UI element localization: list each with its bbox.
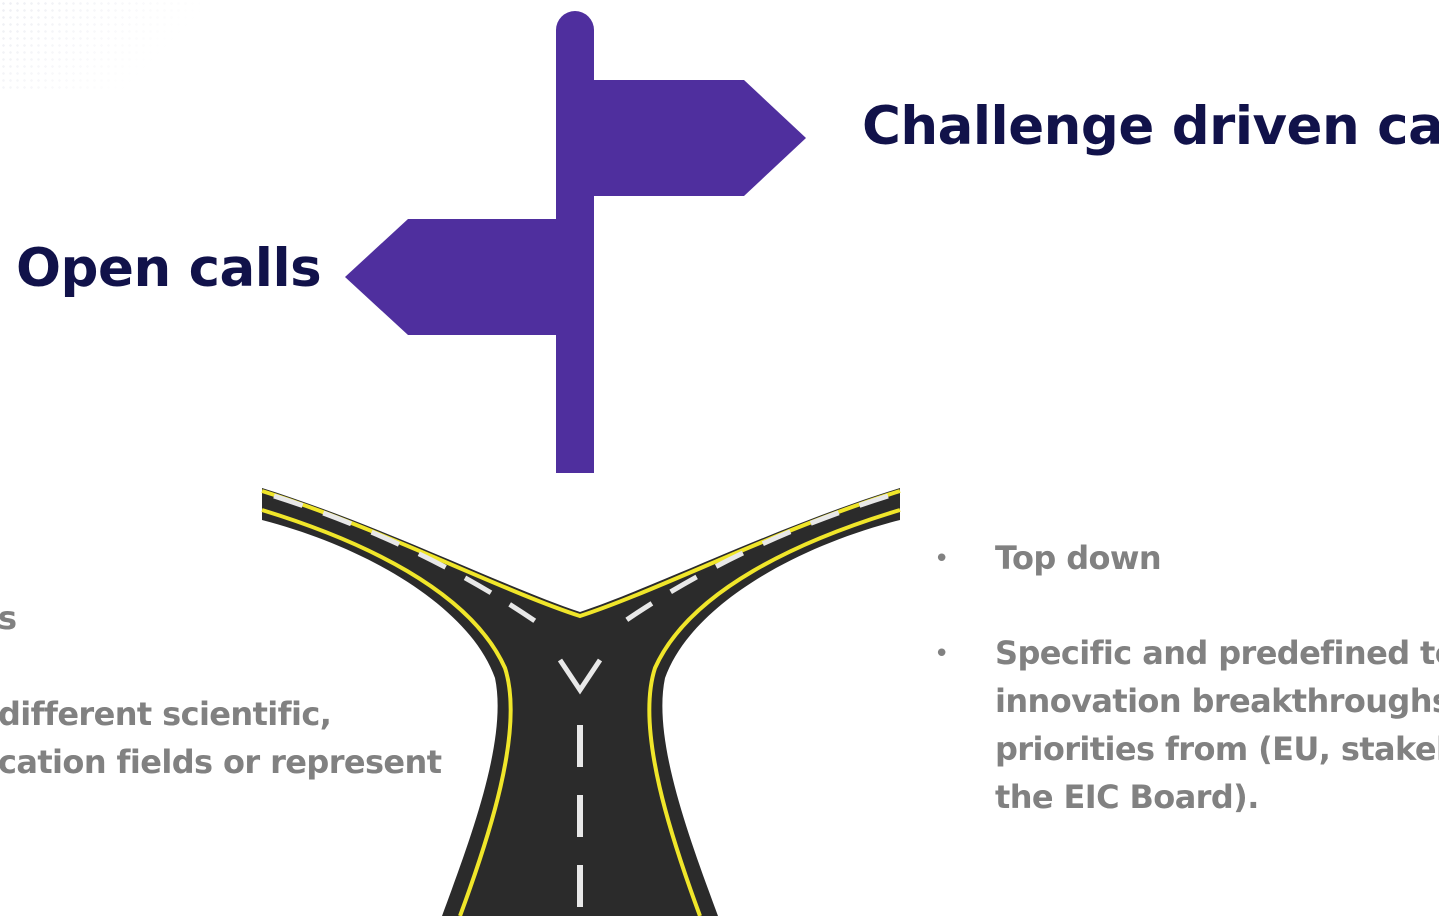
bullet-text-line: Top down bbox=[995, 539, 1162, 577]
lane-marking-left bbox=[273, 493, 547, 631]
road-surface bbox=[262, 488, 900, 916]
left-text-line: s bbox=[0, 599, 17, 637]
signpost-arrow-right bbox=[594, 80, 806, 196]
bullet-text-line: Specific and predefined tec bbox=[995, 634, 1439, 672]
road-edge-left bbox=[261, 508, 513, 916]
bullet-text-line: priorities from (EU, stakeho bbox=[995, 730, 1439, 768]
dot-pattern-decoration bbox=[0, 0, 200, 90]
bullet-text-line: innovation breakthroughs t bbox=[995, 682, 1439, 720]
signpost-pole bbox=[556, 11, 594, 473]
bullet-icon: • bbox=[934, 639, 950, 669]
lane-marking-right bbox=[613, 493, 889, 631]
road-edge-right bbox=[647, 508, 901, 916]
lane-marking-v bbox=[557, 658, 603, 695]
bullet-text-line: the EIC Board). bbox=[995, 778, 1259, 816]
left-text-line: different scientific, bbox=[0, 695, 332, 733]
open-calls-heading: Open calls bbox=[16, 238, 322, 299]
bullet-icon: • bbox=[934, 544, 950, 574]
left-text-line: cation fields or represent bbox=[0, 743, 442, 781]
challenge-driven-calls-heading: Challenge driven calls bbox=[862, 96, 1439, 157]
signpost-arrow-left bbox=[345, 219, 556, 335]
